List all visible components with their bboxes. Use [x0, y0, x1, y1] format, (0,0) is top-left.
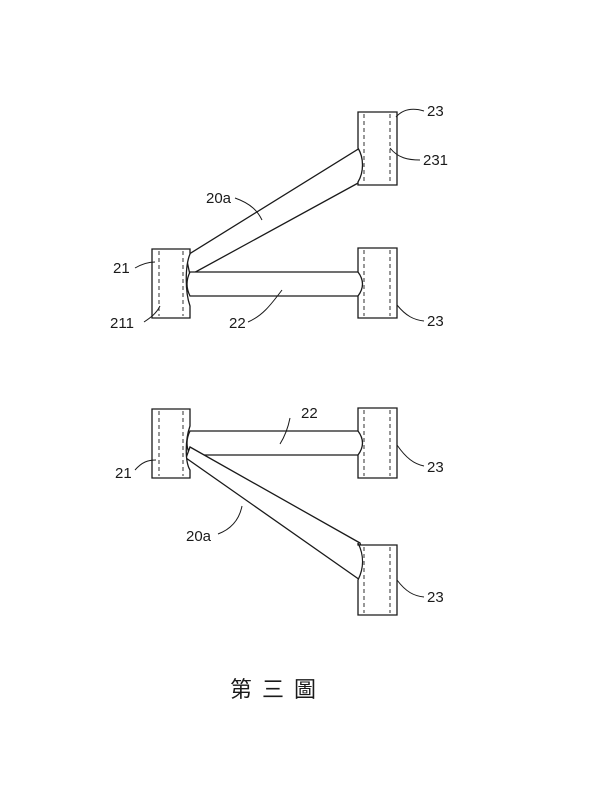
- figure-caption: 第三圖: [230, 678, 326, 703]
- label-top-22: 22: [229, 315, 246, 332]
- label-bottom-23-upper: 23: [427, 459, 444, 476]
- top-straight-tube: [187, 272, 363, 296]
- bottom-straight-tube: [187, 431, 363, 455]
- label-top-20a: 20a: [206, 190, 232, 207]
- top-hub: [152, 249, 190, 318]
- label-bottom-22: 22: [301, 405, 318, 422]
- label-top-23-lower: 23: [427, 313, 444, 330]
- bottom-assembly: 22 21 23 20a 23: [115, 405, 444, 615]
- label-top-23-upper: 23: [427, 103, 444, 120]
- leader-top-23-lower: [397, 305, 424, 321]
- label-bottom-21: 21: [115, 465, 132, 482]
- bottom-diagonal-tube: [186, 447, 363, 580]
- leader-bottom-23-lower: [397, 580, 424, 597]
- leader-bottom-20a: [218, 506, 242, 534]
- top-diagonal-tube: [186, 148, 363, 275]
- top-assembly: 23 231 20a 21 211 22 23: [110, 103, 448, 332]
- label-bottom-20a: 20a: [186, 528, 212, 545]
- label-top-231: 231: [423, 152, 448, 169]
- label-top-21: 21: [113, 260, 130, 277]
- label-top-211: 211: [110, 315, 134, 332]
- leader-bottom-23-upper: [397, 445, 424, 466]
- leader-top-23-upper: [396, 109, 424, 117]
- label-bottom-23-lower: 23: [427, 589, 444, 606]
- bottom-hub: [152, 409, 190, 478]
